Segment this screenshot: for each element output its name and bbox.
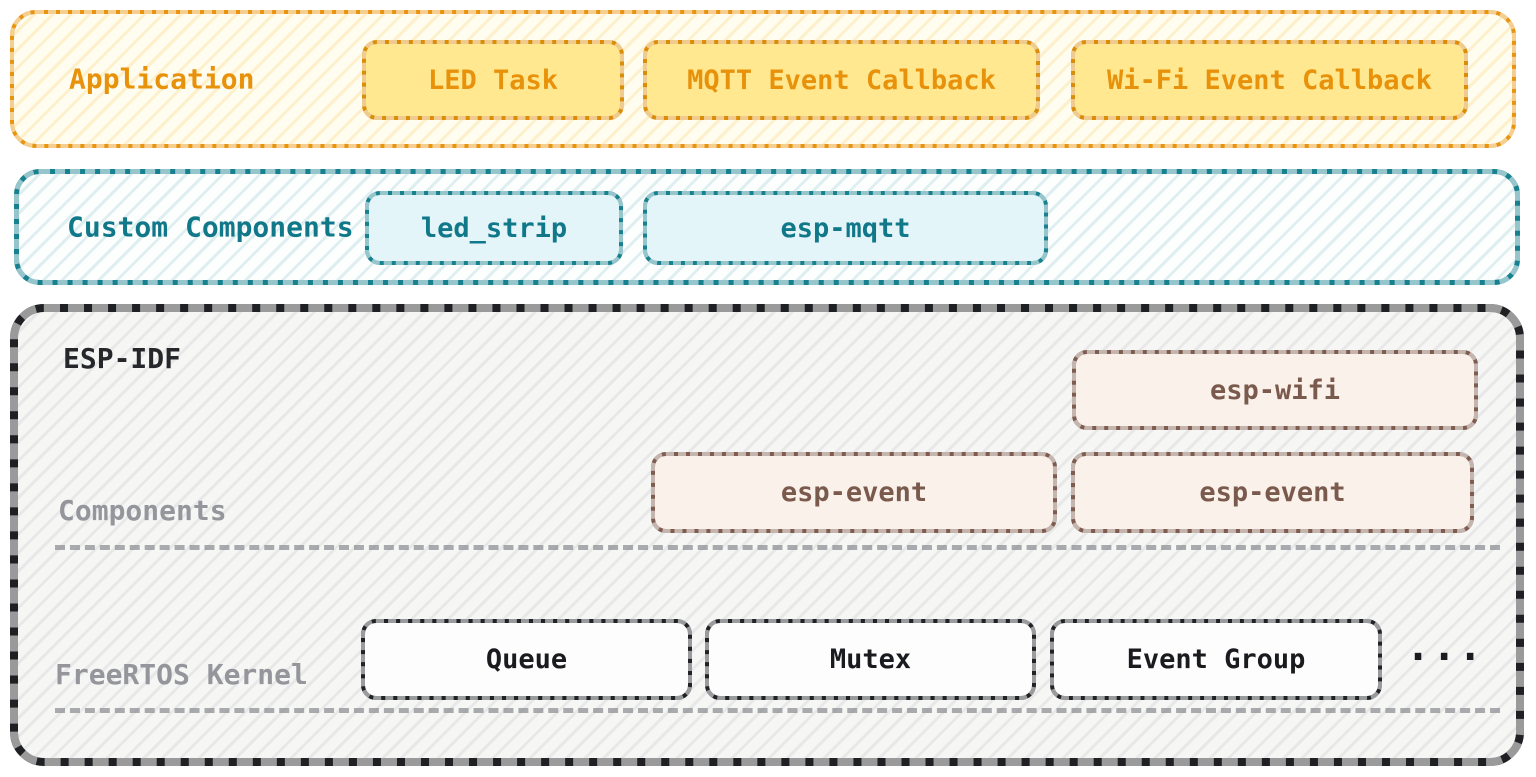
box-mutex: Mutex bbox=[705, 619, 1036, 700]
layer-esp-idf: ESP-IDF Components esp-wifi esp-event es… bbox=[10, 304, 1524, 766]
box-led-task: LED Task bbox=[362, 40, 624, 120]
box-queue: Queue bbox=[361, 619, 692, 700]
box-esp-mqtt: esp-mqtt bbox=[643, 191, 1048, 265]
layer-esp-idf-label: ESP-IDF bbox=[63, 342, 182, 375]
box-event-group: Event Group bbox=[1050, 619, 1382, 700]
more-primitives-ellipsis: ... bbox=[1406, 624, 1485, 670]
box-mqtt-event-callback: MQTT Event Callback bbox=[643, 40, 1040, 120]
layer-application-label: Application bbox=[69, 62, 255, 96]
section-freertos-kernel-label: FreeRTOS Kernel bbox=[55, 658, 308, 691]
box-esp-event-right: esp-event bbox=[1071, 452, 1474, 533]
box-led-strip: led_strip bbox=[365, 191, 623, 265]
layer-custom-components: Custom Components led_strip esp-mqtt bbox=[14, 169, 1520, 285]
box-esp-event-left: esp-event bbox=[651, 452, 1057, 533]
box-wifi-event-callback: Wi-Fi Event Callback bbox=[1071, 40, 1468, 120]
box-esp-wifi: esp-wifi bbox=[1072, 350, 1478, 430]
layer-custom-components-label: Custom Components bbox=[67, 210, 354, 244]
section-components-label: Components bbox=[58, 494, 227, 527]
components-section-divider bbox=[55, 545, 1500, 550]
freertos-section-divider bbox=[55, 708, 1500, 713]
layer-application: Application LED Task MQTT Event Callback… bbox=[10, 10, 1516, 148]
